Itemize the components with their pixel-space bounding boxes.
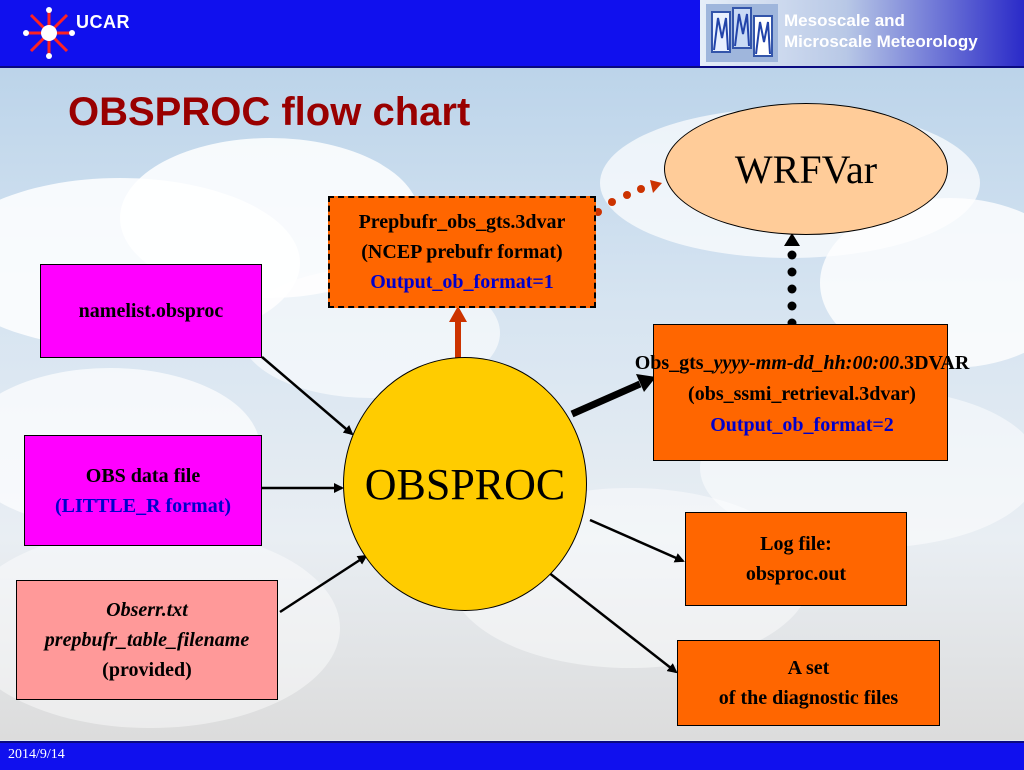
arrow-obsproc-to-prepbufr-head: [449, 306, 467, 322]
arrow-obsproc-to-obsgts-head: [636, 374, 656, 392]
obs-gts-datetime: yyyy-mm-dd_hh:00:00: [713, 352, 900, 374]
log-file-name: obsproc.out: [745, 563, 847, 585]
namelist-node: namelist.obsproc: [40, 264, 262, 358]
obserr-provided: (provided): [102, 659, 192, 681]
arrow-obsproc-to-obsgts: [570, 380, 642, 418]
mmm-logo-icon: [706, 4, 778, 62]
prepbufr-output-node: Prepbufr_obs_gts.3dvar (NCEP prebufr for…: [328, 196, 596, 308]
slide-title: OBSPROC flow chart: [68, 90, 471, 134]
obs-data-title: OBS data file: [85, 464, 201, 487]
footer-date: 2014/9/14: [8, 747, 65, 762]
mmm-wordmark: Mesoscale and Microscale Meteorology: [784, 10, 978, 52]
arrow-obserr-to-obsproc: [279, 554, 368, 614]
mmm-line-2: Microscale Meteorology: [784, 32, 978, 51]
prepbufr-output-format: Output_ob_format=1: [370, 271, 554, 293]
mmm-banner: Mesoscale and Microscale Meteorology: [700, 0, 1024, 66]
obsproc-node: OBSPROC: [343, 357, 587, 611]
prepbufr-table-filename: prepbufr_table_filename: [44, 629, 250, 651]
diag-line-2: of the diagnostic files: [718, 687, 899, 709]
mmm-line-1: Mesoscale and: [784, 11, 905, 30]
obs-data-file-node: OBS data file (LITTLE_R format): [24, 435, 262, 546]
log-file-label: Log file:: [760, 533, 832, 555]
prepbufr-format: (NCEP prebufr format): [361, 241, 563, 263]
obs-gts-filename: Obs_gts_yyyy-mm-dd_hh:00:00.3DVAR: [586, 348, 1018, 379]
obs-gts-text: Obs_gts_yyyy-mm-dd_hh:00:00.3DVAR (obs_s…: [586, 348, 1018, 441]
obs-data-format: (LITTLE_R format): [54, 494, 232, 517]
ucar-wordmark: UCAR: [76, 12, 130, 32]
arrow-obsproc-to-diag: [547, 571, 678, 674]
obserr-node: Obserr.txt prepbufr_table_filename (prov…: [16, 580, 278, 700]
namelist-label: namelist.obsproc: [78, 300, 224, 322]
arrow-obsproc-to-log: [589, 518, 685, 563]
obs-gts-output-format: Output_ob_format=2: [710, 414, 894, 436]
wrfvar-node: WRFVar: [664, 103, 948, 235]
diag-line-1: A set: [787, 657, 830, 679]
obs-gts-prefix: Obs_gts_: [634, 352, 714, 374]
obs-gts-output-node: [653, 324, 948, 461]
footer-bar: 2014/9/14: [0, 741, 1024, 770]
dotted-arrow-prepbufr-to-wrfvar: [594, 180, 662, 216]
dotted-arrow-obsgts-to-wrfvar: [784, 233, 800, 328]
diagnostic-files-node: A set of the diagnostic files: [677, 640, 940, 726]
obserr-filename: Obserr.txt: [106, 599, 188, 621]
log-file-node: Log file: obsproc.out: [685, 512, 907, 606]
obs-gts-suffix: .3DVAR: [899, 352, 970, 374]
arrow-namelist-to-obsproc: [261, 356, 354, 436]
ucar-star-logo-icon: [23, 7, 75, 59]
prepbufr-filename: Prepbufr_obs_gts.3dvar: [358, 211, 566, 233]
header-bar: UCAR Mesoscale and Microscale Meteorolog…: [0, 0, 1024, 68]
obs-gts-ssmi: (obs_ssmi_retrieval.3dvar): [688, 383, 916, 405]
